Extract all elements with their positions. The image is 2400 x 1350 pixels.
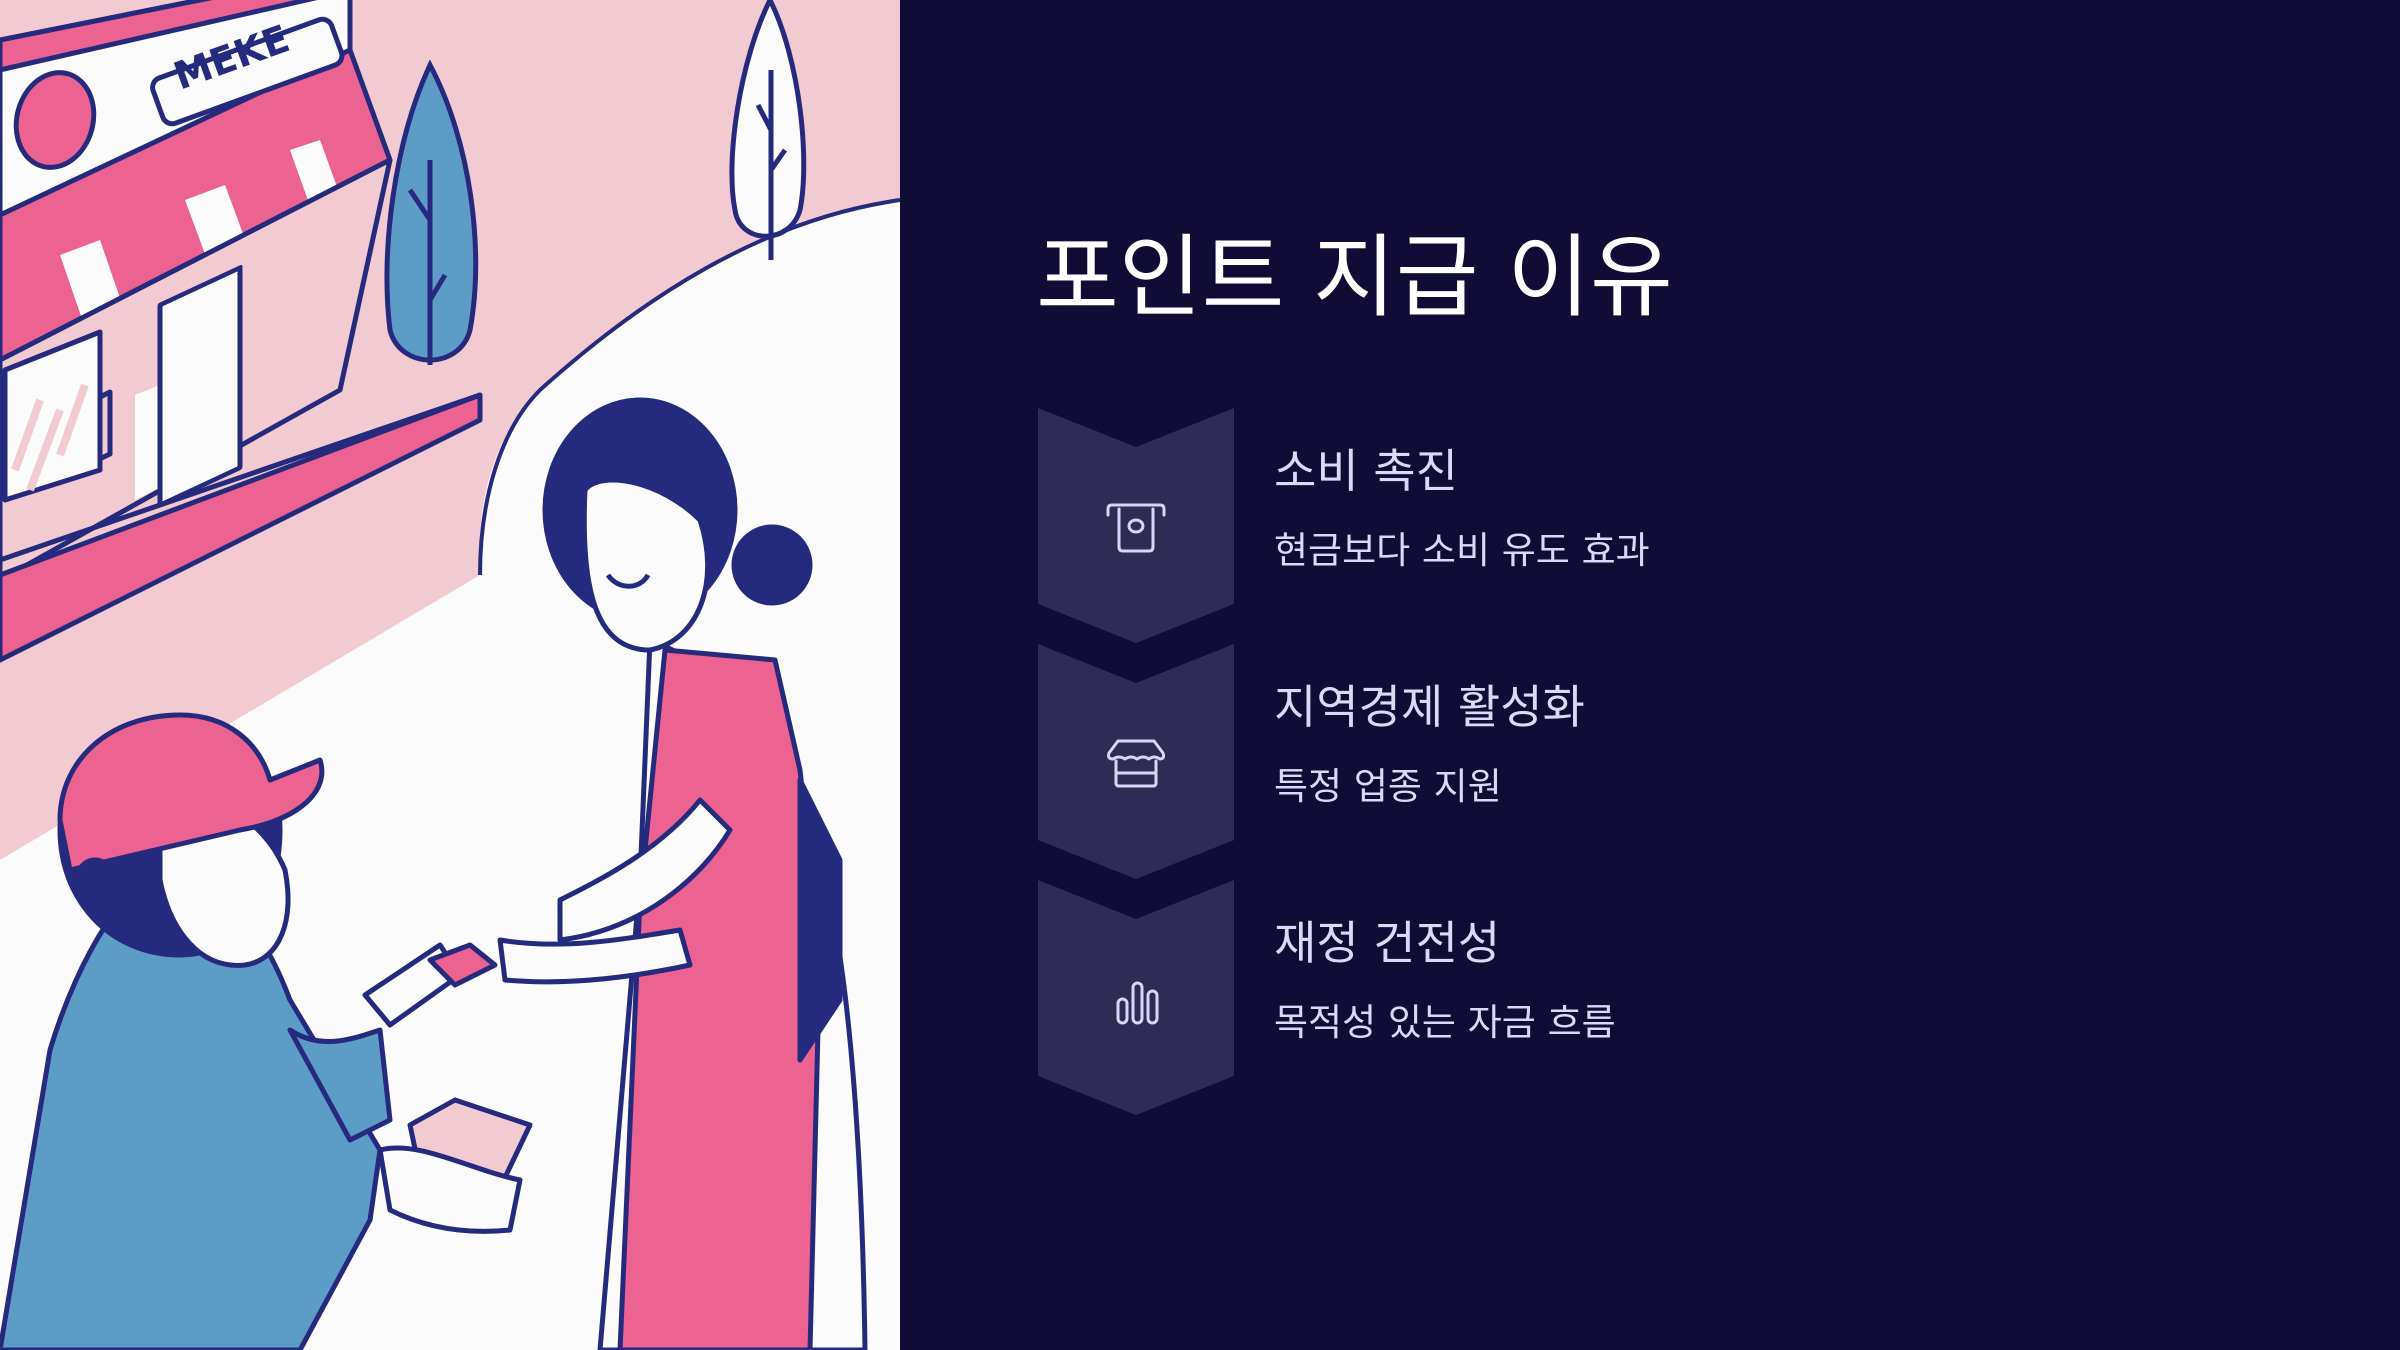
store-building [0, 0, 483, 663]
atm-card-icon [1106, 503, 1166, 553]
step-3-chevron [1038, 880, 1234, 1115]
step-2-chevron [1038, 644, 1234, 879]
step-3-heading: 재정 건전성 [1274, 916, 1501, 970]
chevron-shape [1038, 644, 1234, 879]
chevron-shape [1038, 880, 1234, 1115]
step-2-heading: 지역경제 활성화 [1274, 680, 1585, 734]
customer-figure [0, 712, 533, 1350]
slide-title: 포인트 지급 이유 [1036, 225, 1673, 330]
step-1-chevron [1038, 408, 1234, 643]
tree-white [729, 0, 807, 260]
step-1-description: 현금보다 소비 유도 효과 [1274, 529, 1650, 572]
step-2-description: 특정 업종 지원 [1274, 765, 1502, 808]
step-3-description: 목적성 있는 자금 흐름 [1274, 1001, 1616, 1044]
hero-illustration: MEKE [0, 0, 900, 1350]
chevron-shape [1038, 408, 1234, 643]
tree-blue [384, 59, 479, 365]
bar-chart-icon [1116, 981, 1159, 1025]
content-panel [900, 0, 2400, 1350]
step-1-heading: 소비 촉진 [1274, 444, 1458, 498]
storefront-icon [1107, 739, 1166, 788]
clerk-figure [362, 397, 868, 1350]
store-scene-illustration: MEKE [0, 0, 900, 1350]
